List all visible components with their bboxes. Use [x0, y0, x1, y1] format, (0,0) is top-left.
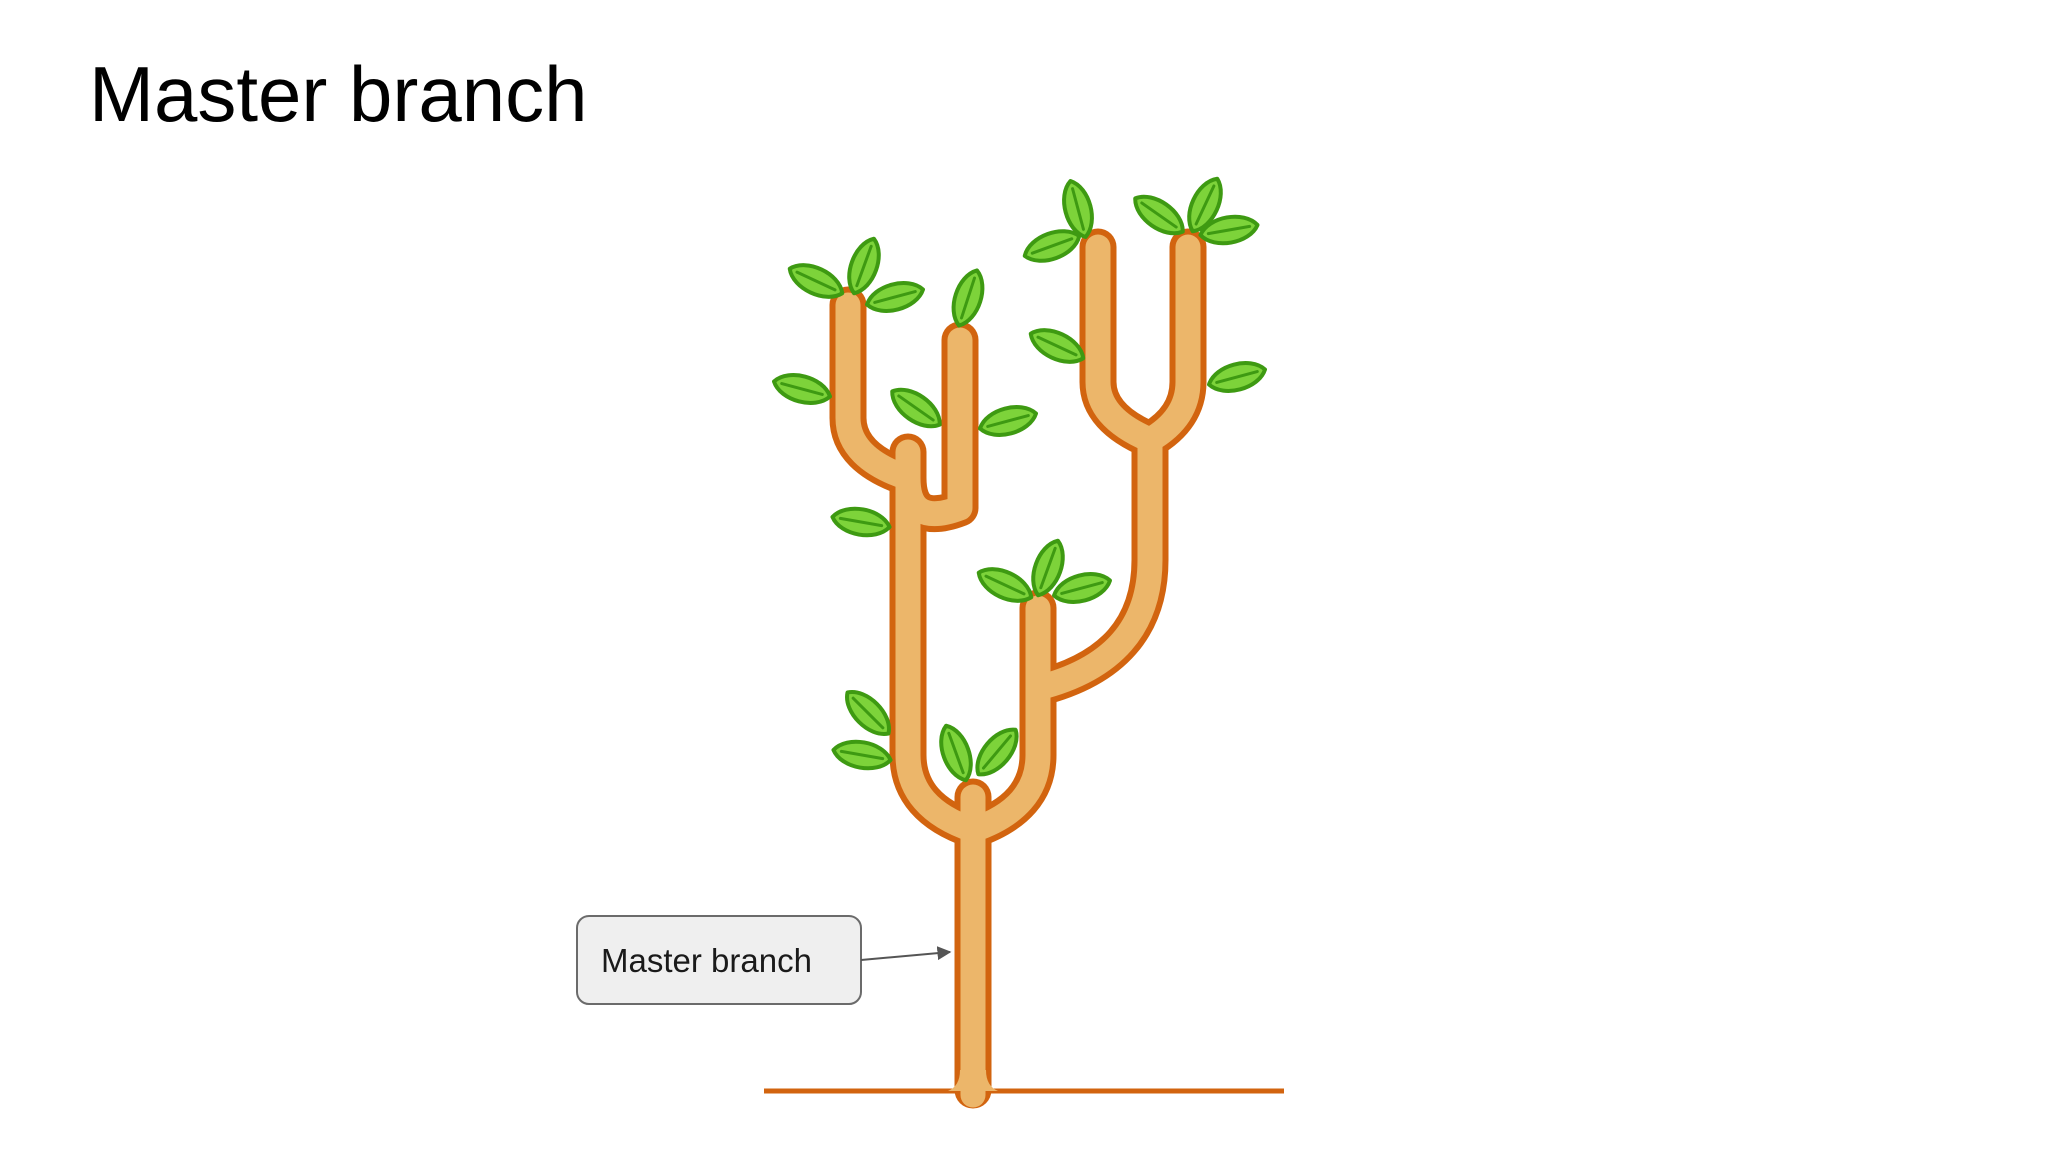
left-upper-left-branch — [835, 292, 921, 491]
slide-title: Master branch — [89, 50, 588, 138]
right-top-left-branch — [1085, 234, 1163, 453]
trunk-base-flare — [948, 1070, 998, 1091]
leaf-icon — [974, 399, 1042, 443]
left-stem — [895, 465, 986, 843]
right-side-branch — [1025, 427, 1163, 701]
leaf-icon — [932, 719, 980, 787]
leaf-icon — [829, 735, 895, 775]
leaf-icon — [882, 378, 950, 438]
callout-arrow — [860, 946, 952, 961]
leaf-icon — [768, 367, 836, 411]
right-top-right-branch — [1137, 234, 1201, 453]
leaf-icon — [1023, 320, 1091, 372]
leaf-icon — [861, 275, 929, 319]
leaf-icon — [1203, 355, 1271, 399]
callout-label: Master branch — [601, 942, 812, 979]
leaf-icon — [944, 264, 992, 332]
right-stem — [960, 595, 1051, 843]
leaf-icon — [838, 683, 897, 742]
leaf-icon — [1125, 185, 1193, 245]
leaf-icon — [828, 502, 894, 542]
branch-fills — [835, 234, 1201, 1108]
callout: Master branch — [576, 915, 952, 1005]
